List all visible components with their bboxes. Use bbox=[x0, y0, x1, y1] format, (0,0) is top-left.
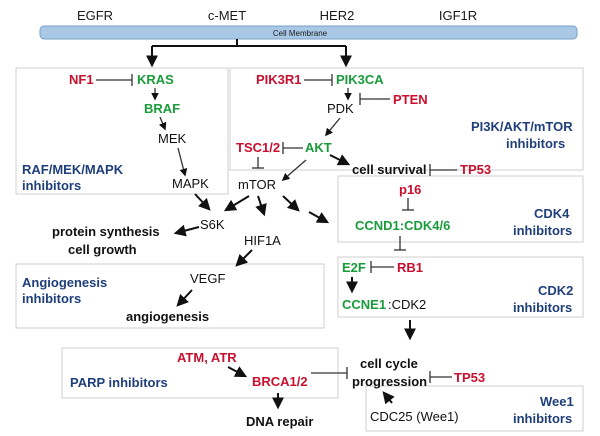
node-p16: p16 bbox=[399, 182, 421, 197]
wee1-box bbox=[365, 385, 584, 432]
cdk4-inhibitors-label-2: inhibitors bbox=[513, 223, 572, 238]
arrow-akt-survival bbox=[329, 154, 351, 166]
node-hif1a: HIF1A bbox=[244, 233, 281, 248]
node-cdc25: CDC25 (Wee1) bbox=[370, 409, 459, 424]
wee1-inhibitors-label-1: Wee1 bbox=[540, 394, 574, 409]
node-protein-synthesis: protein synthesis bbox=[52, 224, 160, 239]
receptor-her2: HER2 bbox=[320, 8, 355, 23]
node-nf1: NF1 bbox=[69, 72, 94, 87]
arrow-hif1a-vegf bbox=[235, 249, 253, 267]
node-ccne1: CCNE1 bbox=[342, 297, 386, 312]
pi3k-inhibitors-label-1: PI3K/AKT/mTOR bbox=[471, 119, 573, 134]
node-mtor: mTOR bbox=[238, 177, 276, 192]
node-kras: KRAS bbox=[137, 72, 174, 87]
cdk2-box bbox=[337, 256, 584, 318]
arrow-mtor-ccnd1-a bbox=[282, 195, 300, 212]
arrow-mapk-s6k bbox=[194, 193, 211, 211]
arrow-akt-mtor bbox=[281, 159, 307, 182]
arrow-cdc25-progression bbox=[382, 391, 395, 405]
cdk4-box bbox=[337, 175, 584, 243]
node-progression: progression bbox=[352, 374, 427, 389]
node-angiogenesis: angiogenesis bbox=[126, 309, 209, 324]
node-tp53-top: TP53 bbox=[460, 162, 491, 177]
node-pik3r1: PIK3R1 bbox=[256, 72, 302, 87]
cell-membrane-label: Cell Membrane bbox=[273, 29, 328, 38]
node-cell-cycle: cell cycle bbox=[360, 356, 418, 371]
angio-inhibitors-label-1: Angiogenesis bbox=[22, 275, 107, 290]
node-mek: MEK bbox=[158, 131, 187, 146]
arrow-mek-mapk bbox=[177, 147, 188, 177]
node-vegf: VEGF bbox=[190, 271, 225, 286]
node-tsc: TSC1/2 bbox=[236, 140, 280, 155]
node-pten: PTEN bbox=[393, 92, 428, 107]
wee1-inhibitors-label-2: inhibitors bbox=[513, 411, 572, 426]
node-cdk2-suffix: :CDK2 bbox=[388, 297, 426, 312]
raf-inhibitors-label-2: inhibitors bbox=[22, 178, 81, 193]
membrane-branch bbox=[152, 39, 346, 47]
node-braf: BRAF bbox=[144, 101, 180, 116]
angio-inhibitors-label-2: inhibitors bbox=[22, 291, 81, 306]
receptor-cmet: c-MET bbox=[208, 8, 246, 23]
node-ccnd1-cdk46: CCND1:CDK4/6 bbox=[355, 218, 450, 233]
node-e2f: E2F bbox=[342, 260, 366, 275]
cdk2-inhibitors-label-2: inhibitors bbox=[513, 300, 572, 315]
node-cell-growth: cell growth bbox=[68, 242, 137, 257]
arrow-mtor-ccnd1-b bbox=[308, 211, 330, 224]
node-rb1: RB1 bbox=[397, 260, 423, 275]
node-pdk: PDK bbox=[327, 101, 354, 116]
arrow-atm-brca bbox=[227, 366, 248, 378]
node-akt: AKT bbox=[305, 140, 332, 155]
arrow-mtor-s6k bbox=[223, 195, 250, 212]
arrow-s6k-protein bbox=[173, 224, 200, 237]
arrow-vegf-angiogenesis bbox=[176, 289, 193, 307]
raf-mek-mapk-box bbox=[15, 67, 229, 195]
angiogenesis-box bbox=[15, 263, 325, 329]
arrow-braf-mek bbox=[159, 116, 167, 131]
receptor-egfr: EGFR bbox=[77, 8, 113, 23]
cell-membrane bbox=[39, 25, 578, 40]
pi3k-akt-mtor-box bbox=[229, 67, 584, 171]
node-cell-survival: cell survival bbox=[352, 162, 426, 177]
cdk4-inhibitors-label-1: CDK4 bbox=[534, 206, 570, 221]
node-brca12: BRCA1/2 bbox=[252, 374, 308, 389]
parp-inhibitors-label: PARP inhibitors bbox=[70, 375, 168, 390]
node-pik3ca: PIK3CA bbox=[336, 72, 384, 87]
arrow-pdk-akt bbox=[325, 117, 341, 137]
node-atm-atr: ATM, ATR bbox=[177, 350, 237, 365]
node-dna-repair: DNA repair bbox=[246, 414, 313, 429]
raf-inhibitors-label-1: RAF/MEK/MAPK bbox=[22, 162, 124, 177]
node-mapk: MAPK bbox=[172, 176, 209, 191]
arrow-mtor-hif1a bbox=[255, 195, 267, 217]
cdk2-inhibitors-label-1: CDK2 bbox=[538, 283, 573, 298]
pi3k-inhibitors-label-2: inhibitors bbox=[506, 136, 565, 151]
node-s6k: S6K bbox=[200, 217, 225, 232]
node-tp53-bottom: TP53 bbox=[454, 370, 485, 385]
receptor-igf1r: IGF1R bbox=[439, 8, 477, 23]
